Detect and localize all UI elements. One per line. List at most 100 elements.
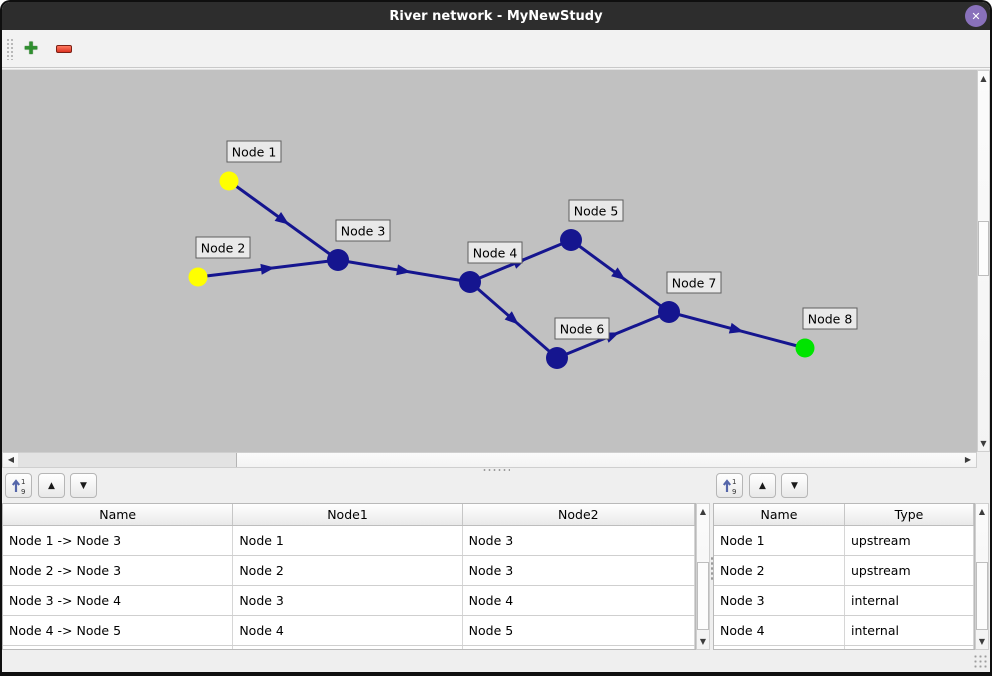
- column-header[interactable]: Name: [3, 504, 234, 525]
- cell[interactable]: [714, 646, 845, 649]
- cell[interactable]: [463, 646, 695, 649]
- diagram-node[interactable]: [560, 229, 582, 251]
- horizontal-splitter[interactable]: [482, 468, 510, 472]
- move-node-up-button[interactable]: ▲: [749, 473, 776, 498]
- move-edge-down-button[interactable]: ▼: [70, 473, 97, 498]
- svg-text:Node 5: Node 5: [574, 204, 619, 219]
- move-edge-up-button[interactable]: ▲: [38, 473, 65, 498]
- canvas-vscrollbar[interactable]: ▲ ▼: [977, 70, 990, 452]
- table-row[interactable]: [3, 646, 695, 649]
- cell[interactable]: Node 3 -> Node 4: [3, 586, 234, 615]
- svg-text:9: 9: [732, 488, 736, 496]
- sort-edges-button[interactable]: 1 9: [5, 473, 32, 498]
- vscroll-thumb[interactable]: [976, 562, 988, 630]
- diagram-node[interactable]: [546, 347, 568, 369]
- add-node-button[interactable]: ✚: [18, 36, 44, 62]
- cell[interactable]: Node 3: [463, 556, 695, 585]
- cell[interactable]: Node 3: [233, 586, 463, 615]
- toolbar-grip[interactable]: [6, 38, 13, 60]
- scroll-up-icon[interactable]: ▲: [978, 507, 986, 516]
- column-header[interactable]: Name: [714, 504, 845, 525]
- remove-node-button[interactable]: [51, 36, 77, 62]
- cell[interactable]: [845, 646, 974, 649]
- cell[interactable]: [3, 646, 234, 649]
- column-header[interactable]: Node2: [463, 504, 695, 525]
- sort-icon: 1 9: [11, 478, 25, 496]
- node-label: Node 4: [467, 241, 523, 264]
- edge-arrow-icon: [504, 311, 519, 325]
- svg-text:1: 1: [732, 478, 736, 486]
- diagram-node[interactable]: [188, 267, 208, 287]
- cell[interactable]: internal: [845, 586, 974, 615]
- cell[interactable]: Node 4: [233, 616, 463, 645]
- cell[interactable]: upstream: [845, 556, 974, 585]
- node-label: Node 5: [568, 199, 624, 222]
- scroll-down-icon[interactable]: ▼: [978, 637, 986, 646]
- cell[interactable]: Node 1: [233, 526, 463, 555]
- table-row[interactable]: [714, 646, 974, 649]
- edges-table-vscrollbar[interactable]: ▲ ▼: [696, 503, 710, 650]
- edge-arrow-icon: [611, 267, 626, 281]
- diagram-node[interactable]: [795, 338, 815, 358]
- column-header[interactable]: Type: [845, 504, 974, 525]
- scroll-down-icon[interactable]: ▼: [699, 637, 707, 646]
- cell[interactable]: Node 3: [463, 526, 695, 555]
- svg-text:Node 2: Node 2: [201, 241, 246, 256]
- move-node-down-button[interactable]: ▼: [781, 473, 808, 498]
- svg-text:Node 1: Node 1: [232, 145, 277, 160]
- svg-text:Node 7: Node 7: [672, 276, 717, 291]
- cell[interactable]: Node 4: [714, 616, 845, 645]
- canvas-hscrollbar[interactable]: ◀ ▶: [2, 452, 977, 468]
- window-title: River network - MyNewStudy: [389, 8, 603, 24]
- network-canvas[interactable]: Node 1 Node 2 Node 3 Node 4 Node 5 Node 6 Node…: [2, 70, 977, 452]
- cell[interactable]: Node 2: [233, 556, 463, 585]
- cell[interactable]: Node 2: [714, 556, 845, 585]
- cell[interactable]: Node 4: [463, 586, 695, 615]
- cell[interactable]: internal: [845, 616, 974, 645]
- cell[interactable]: Node 4 -> Node 5: [3, 616, 234, 645]
- diagram-node[interactable]: [327, 249, 349, 271]
- cell[interactable]: [233, 646, 463, 649]
- cell[interactable]: Node 2 -> Node 3: [3, 556, 234, 585]
- svg-text:Node 6: Node 6: [560, 322, 605, 337]
- sort-nodes-button[interactable]: 1 9: [716, 473, 743, 498]
- vertical-splitter[interactable]: [710, 556, 714, 582]
- node-label: Node 8: [802, 307, 858, 330]
- diagram-node[interactable]: [658, 301, 680, 323]
- cell[interactable]: Node 1: [714, 526, 845, 555]
- diagram-node[interactable]: [459, 271, 481, 293]
- edge-arrow-icon: [728, 322, 744, 334]
- toolbar-separator: [2, 68, 990, 70]
- scroll-right-icon[interactable]: ▶: [964, 455, 972, 464]
- resize-grip[interactable]: [973, 654, 987, 668]
- cell[interactable]: upstream: [845, 526, 974, 555]
- cell[interactable]: Node 5: [463, 616, 695, 645]
- close-icon[interactable]: ✕: [965, 5, 987, 27]
- edge-arrow-icon: [274, 211, 290, 225]
- cell[interactable]: Node 1 -> Node 3: [3, 526, 234, 555]
- scroll-down-icon[interactable]: ▼: [980, 439, 987, 448]
- svg-text:Node 3: Node 3: [341, 224, 386, 239]
- scroll-left-icon[interactable]: ◀: [7, 455, 15, 464]
- diagram-node[interactable]: [219, 171, 239, 191]
- scroll-up-icon[interactable]: ▲: [699, 507, 707, 516]
- nodes-table-vscrollbar[interactable]: ▲ ▼: [975, 503, 989, 650]
- up-arrow-icon: ▲: [759, 480, 766, 491]
- hscroll-thumb[interactable]: [18, 453, 237, 467]
- cell[interactable]: Node 3: [714, 586, 845, 615]
- scroll-up-icon[interactable]: ▲: [980, 74, 987, 83]
- column-header[interactable]: Node1: [233, 504, 463, 525]
- vscroll-thumb[interactable]: [697, 562, 709, 630]
- vscroll-thumb[interactable]: [978, 221, 989, 276]
- node-label: Node 1: [226, 140, 282, 163]
